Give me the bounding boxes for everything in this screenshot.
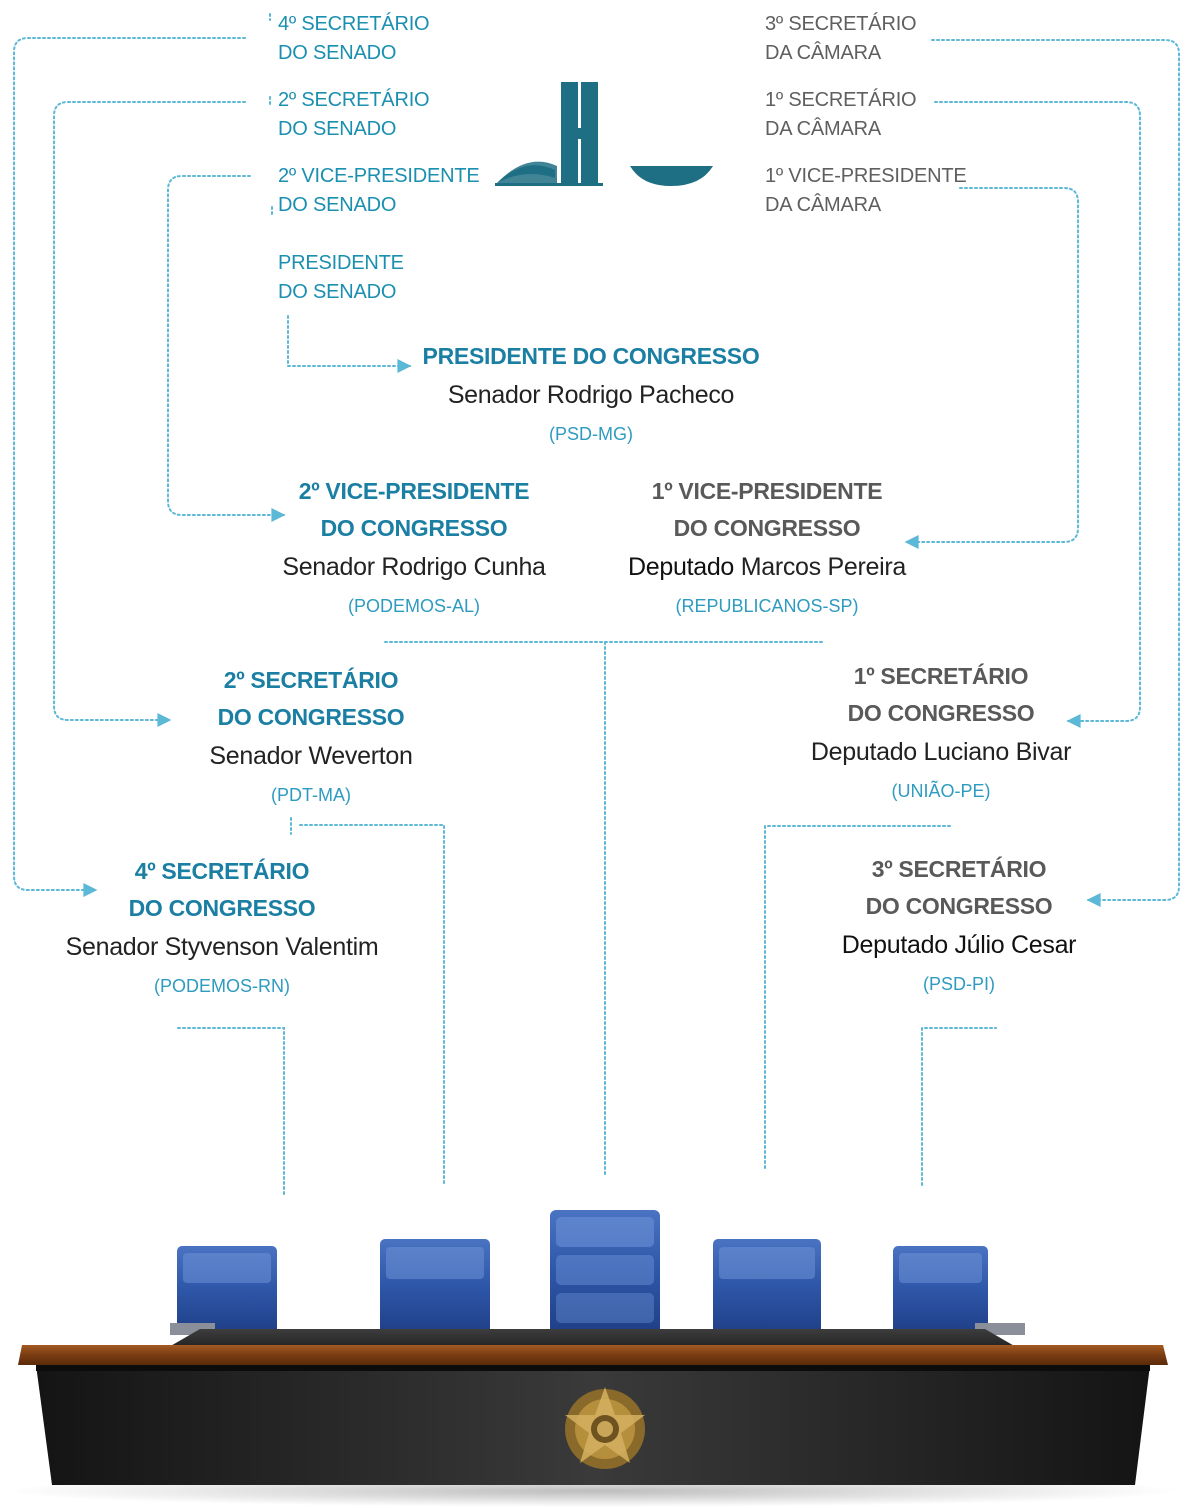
source-line1: 3º SECRETÁRIO [765, 13, 917, 35]
drop-sec2 [299, 824, 445, 1186]
source-line1: 2º VICE-PRESIDENTE [278, 165, 480, 187]
source-2vp-senado: 2º VICE-PRESIDENTE DO SENADO [278, 162, 480, 220]
role-party: (PODEMOS-RN) [154, 976, 290, 996]
source-line1: 1º SECRETÁRIO [765, 89, 917, 111]
role-sec1: 1º SECRETÁRIO DO CONGRESSO Deputado Luci… [791, 658, 1091, 806]
source-line2: DA CÂMARA [765, 118, 882, 140]
role-name: Deputado Júlio Cesar [841, 931, 1077, 959]
role-sec2: 2º SECRETÁRIO DO CONGRESSO Senador Wever… [161, 662, 461, 810]
connector-2sec-senado [53, 101, 246, 727]
role-name-main: Marcos Pereira [740, 553, 907, 581]
drop-sec3 [921, 1027, 997, 1186]
role-presidente: PRESIDENTE DO CONGRESSO Senador Rodrigo … [391, 338, 791, 449]
source-line1: 4º SECRETÁRIO [278, 13, 430, 35]
role-party: (PODEMOS-AL) [347, 596, 480, 616]
source-line1: 1º VICE-PRESIDENTE [765, 165, 967, 187]
connector-3sec-camara [931, 39, 1180, 907]
role-name: Senador Rodrigo Pacheco [447, 381, 735, 409]
role-title-line2: DO CONGRESSO [865, 893, 1053, 919]
role-sec3: 3º SECRETÁRIO DO CONGRESSO Deputado Júli… [809, 851, 1109, 999]
chair-center [550, 1210, 660, 1335]
role-sec4: 4º SECRETÁRIO DO CONGRESSO Senador Styve… [47, 853, 397, 1001]
role-party: (PSD-PI) [923, 974, 995, 994]
role-title-line1: 3º SECRETÁRIO [871, 856, 1047, 882]
role-name: Senador Styvenson Valentim [65, 933, 379, 961]
source-4sec-senado: 4º SECRETÁRIO DO SENADO [278, 10, 430, 68]
chair-far-right [893, 1246, 1025, 1335]
connector-pres-senado [287, 315, 412, 373]
role-name: Deputado Luciano Bivar [810, 738, 1072, 766]
role-title-line2: DO CONGRESSO [847, 700, 1035, 726]
source-line2: DA CÂMARA [765, 194, 882, 216]
role-title-line2: DO CONGRESSO [320, 515, 508, 541]
role-title-line1: 1º VICE-PRESIDENTE [651, 478, 883, 504]
role-title-line1: 2º SECRETÁRIO [223, 667, 399, 693]
connector-2vp-senado [167, 175, 286, 522]
role-title-line1: 2º VICE-PRESIDENTE [298, 478, 530, 504]
mesa-diretora-bench-illustration [2, 1210, 1182, 1507]
role-party: (UNIÃO-PE) [891, 781, 991, 801]
chair-right [713, 1239, 821, 1335]
role-vp1: 1º VICE-PRESIDENTE DO CONGRESSO Deputado… [607, 473, 927, 621]
brazil-coat-of-arms-icon [565, 1387, 645, 1469]
role-name: Deputado Marcos Pereira [607, 547, 927, 587]
role-title-line2: DO CONGRESSO [673, 515, 861, 541]
source-line1: 2º SECRETÁRIO [278, 89, 430, 111]
source-line1: PRESIDENTE [278, 252, 404, 274]
source-line2: DO SENADO [278, 194, 397, 216]
role-title-line1: 4º SECRETÁRIO [134, 858, 310, 884]
role-party: (PSD-MG) [549, 424, 633, 444]
drop-sec1 [764, 825, 951, 1169]
source-2sec-senado: 2º SECRETÁRIO DO SENADO [278, 86, 430, 144]
chair-far-left [170, 1246, 277, 1335]
connector-4sec-senado [13, 37, 246, 897]
role-title-line2: DO CONGRESSO [217, 704, 405, 730]
role-name: Senador Rodrigo Cunha [282, 553, 546, 581]
role-title: PRESIDENTE DO CONGRESSO [422, 343, 760, 369]
role-title-line1: 1º SECRETÁRIO [853, 663, 1029, 689]
role-party: (PDT-MA) [271, 785, 351, 805]
source-line2: DO SENADO [278, 118, 397, 140]
role-vp2: 2º VICE-PRESIDENTE DO CONGRESSO Senador … [264, 473, 564, 621]
role-name: Senador Weverton [209, 742, 413, 770]
source-line2: DO SENADO [278, 42, 397, 64]
role-title-line2: DO CONGRESSO [128, 895, 316, 921]
chair-left [380, 1239, 490, 1335]
connector-1sec-camara [934, 101, 1141, 728]
tick-marks [269, 13, 273, 215]
source-1vp-camara: 1º VICE-PRESIDENTE DA CÂMARA [765, 162, 967, 220]
source-1sec-camara: 1º SECRETÁRIO DA CÂMARA [765, 86, 917, 144]
source-pres-senado: PRESIDENTE DO SENADO [278, 249, 404, 307]
source-line2: DO SENADO [278, 281, 397, 303]
source-3sec-camara: 3º SECRETÁRIO DA CÂMARA [765, 10, 917, 68]
congresso-nacional-logo-icon [495, 82, 713, 186]
role-party: (REPUBLICANOS-SP) [675, 596, 859, 616]
source-line2: DA CÂMARA [765, 42, 882, 64]
drop-center [384, 641, 823, 1176]
connector-1vp-camara [904, 187, 1079, 549]
drop-sec4 [177, 1027, 285, 1196]
role-name-prefix: Deputado [628, 553, 735, 581]
